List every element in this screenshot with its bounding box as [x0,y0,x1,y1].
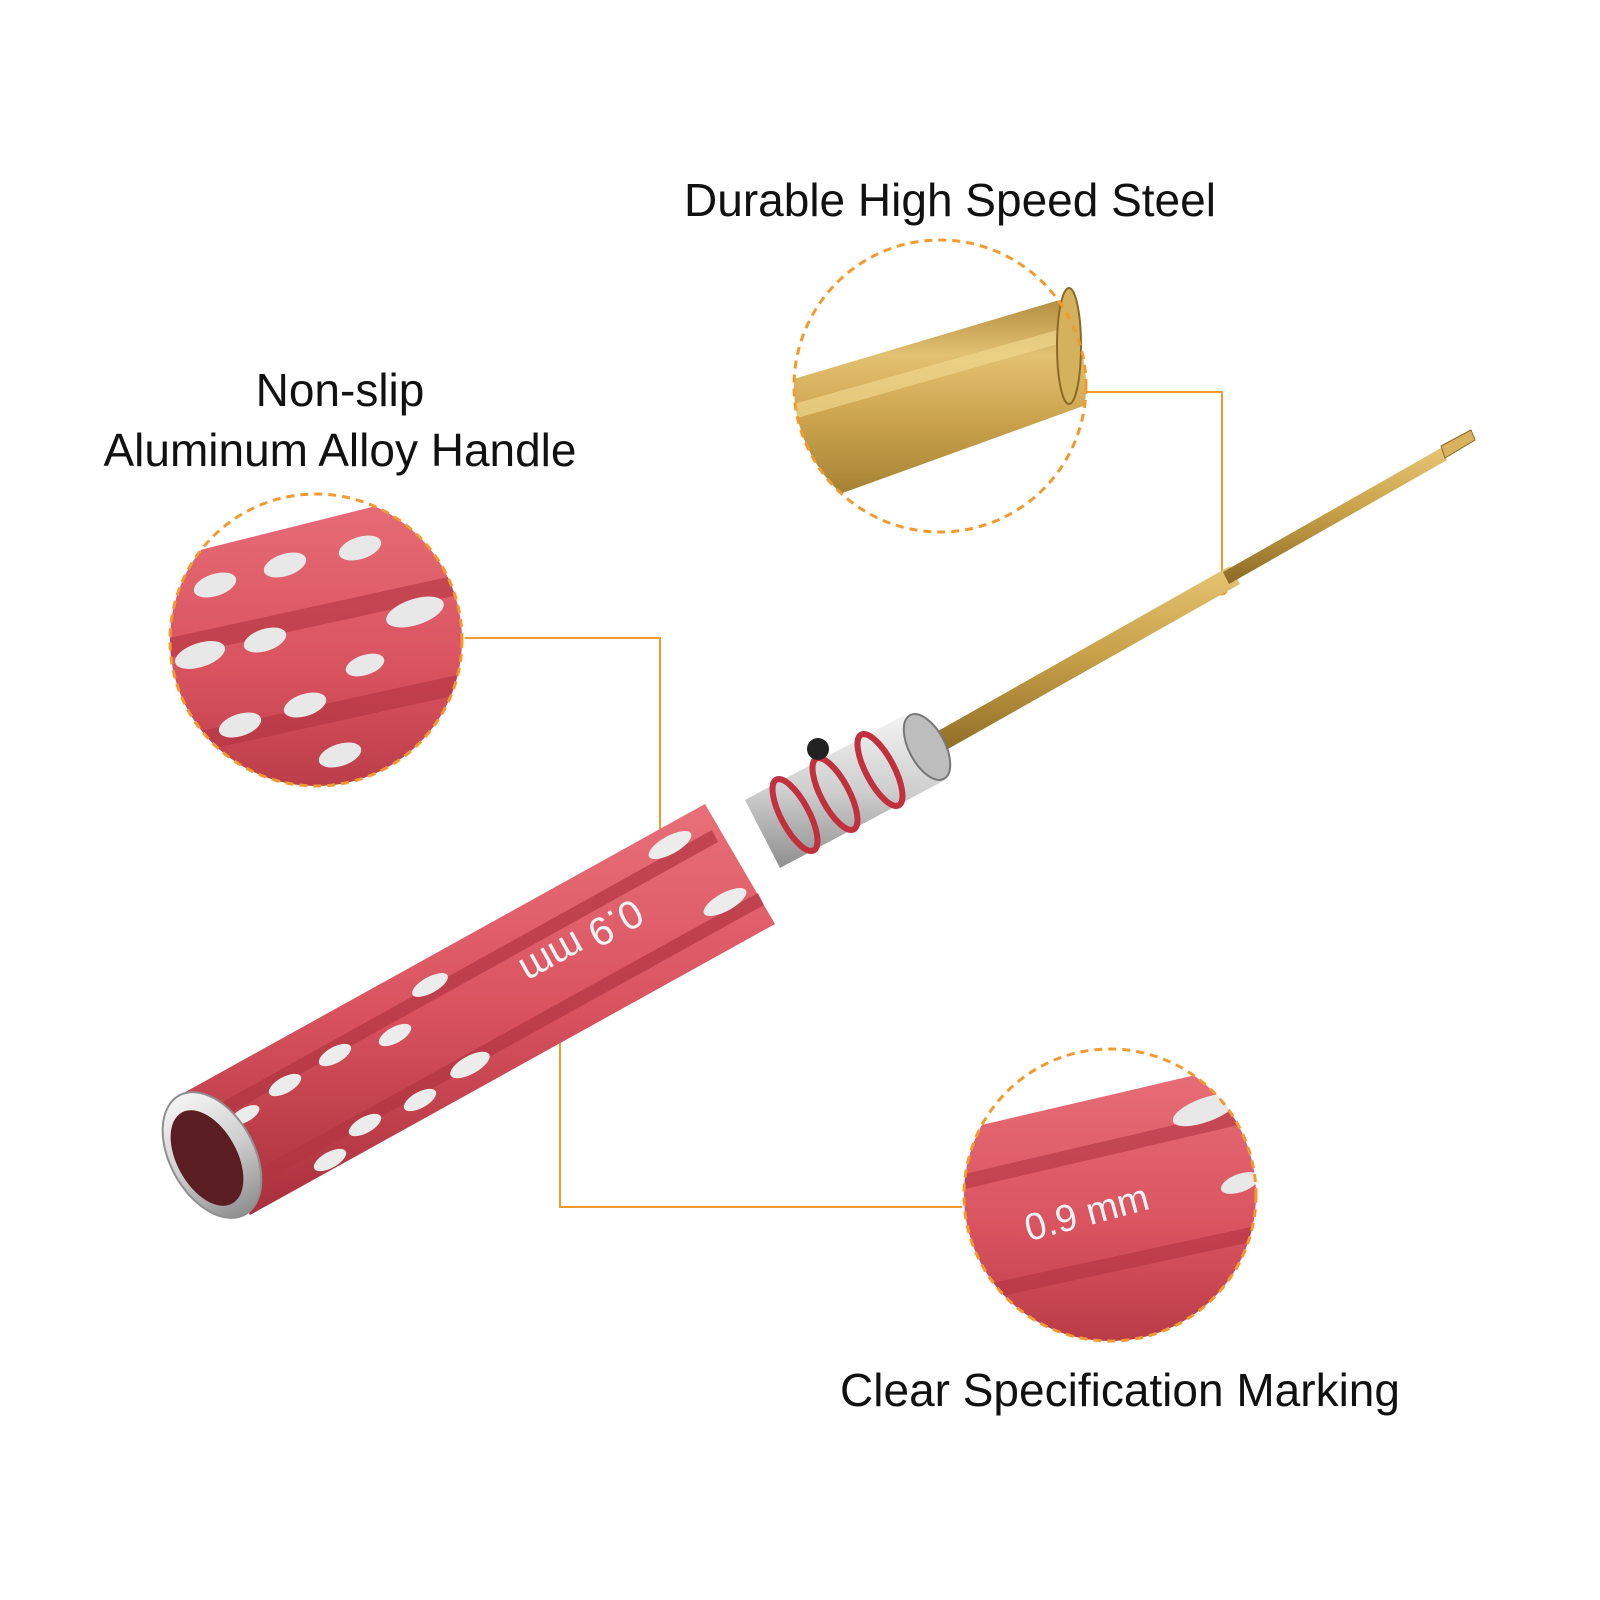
callout-marking-label: Clear Specification Marking [790,1360,1450,1420]
steel-shaft-zoom [792,238,1088,534]
screwdriver-icon: 0.9 mm [161,429,1476,1219]
handle-zoom [168,492,464,788]
callout-handle-line1: Non-slip [255,364,425,416]
callout-handle-line2: Aluminum Alloy Handle [103,424,577,476]
leader-handle [465,637,661,906]
callout-steel-label: Durable High Speed Steel [560,170,1340,230]
callout-marking-text: Clear Specification Marking [840,1364,1400,1416]
callout-steel-text: Durable High Speed Steel [684,174,1216,226]
leader-steel [1086,391,1223,590]
callout-handle-label: Non-slip Aluminum Alloy Handle [40,360,640,480]
marking-zoom: 0.9 mm [962,1047,1258,1343]
